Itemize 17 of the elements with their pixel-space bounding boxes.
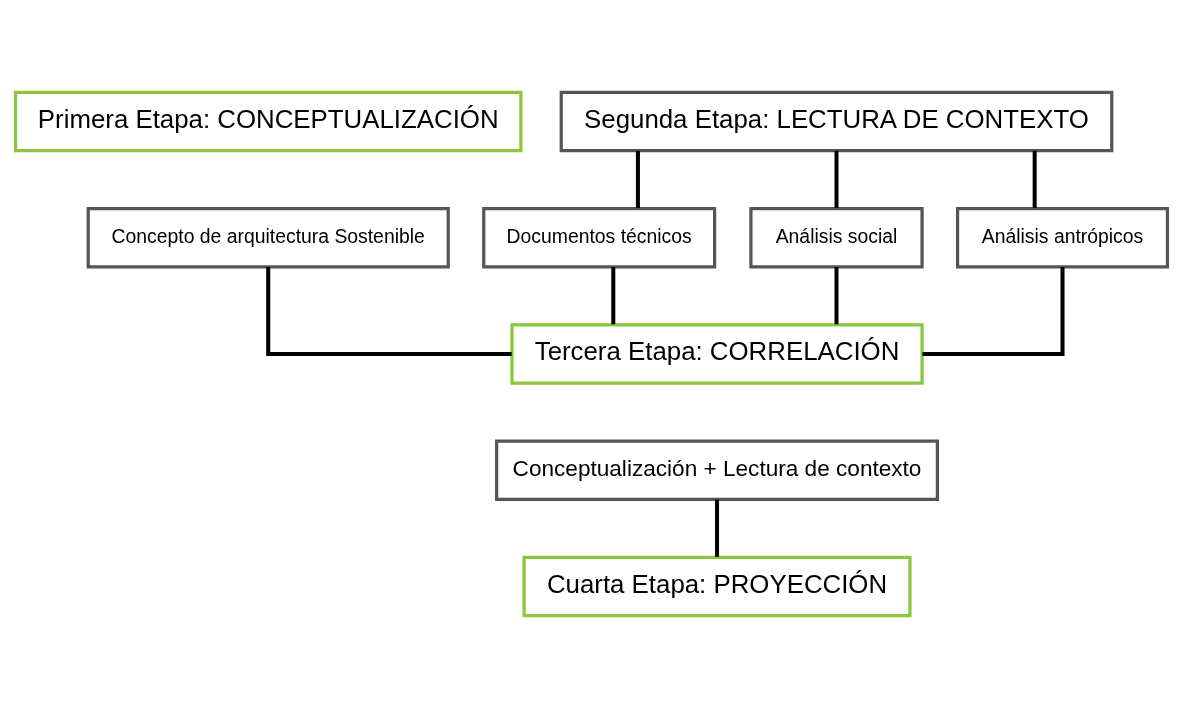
node-box: Tercera Etapa: CORRELACIÓN (510, 322, 924, 385)
node-box: Primera Etapa: CONCEPTUALIZACIÓN (13, 90, 523, 152)
node-box: Concepto de arquitectura Sostenible (86, 206, 450, 268)
connector (635, 150, 640, 208)
node-box: Cuarta Etapa: PROYECCIÓN (522, 555, 912, 617)
connector (266, 266, 512, 356)
connector (834, 266, 839, 324)
node-box: Documentos técnicos (482, 206, 717, 268)
connector (715, 499, 720, 557)
node-box: Análisis antrópicos (955, 206, 1170, 268)
node-box: Análisis social (749, 206, 924, 268)
node-box: Segunda Etapa: LECTURA DE CONTEXTO (559, 90, 1114, 152)
connector (1032, 150, 1037, 208)
connector (922, 266, 1065, 356)
connector (611, 266, 616, 324)
connector (834, 150, 839, 208)
node-box: Conceptualización + Lectura de contexto (495, 439, 939, 501)
